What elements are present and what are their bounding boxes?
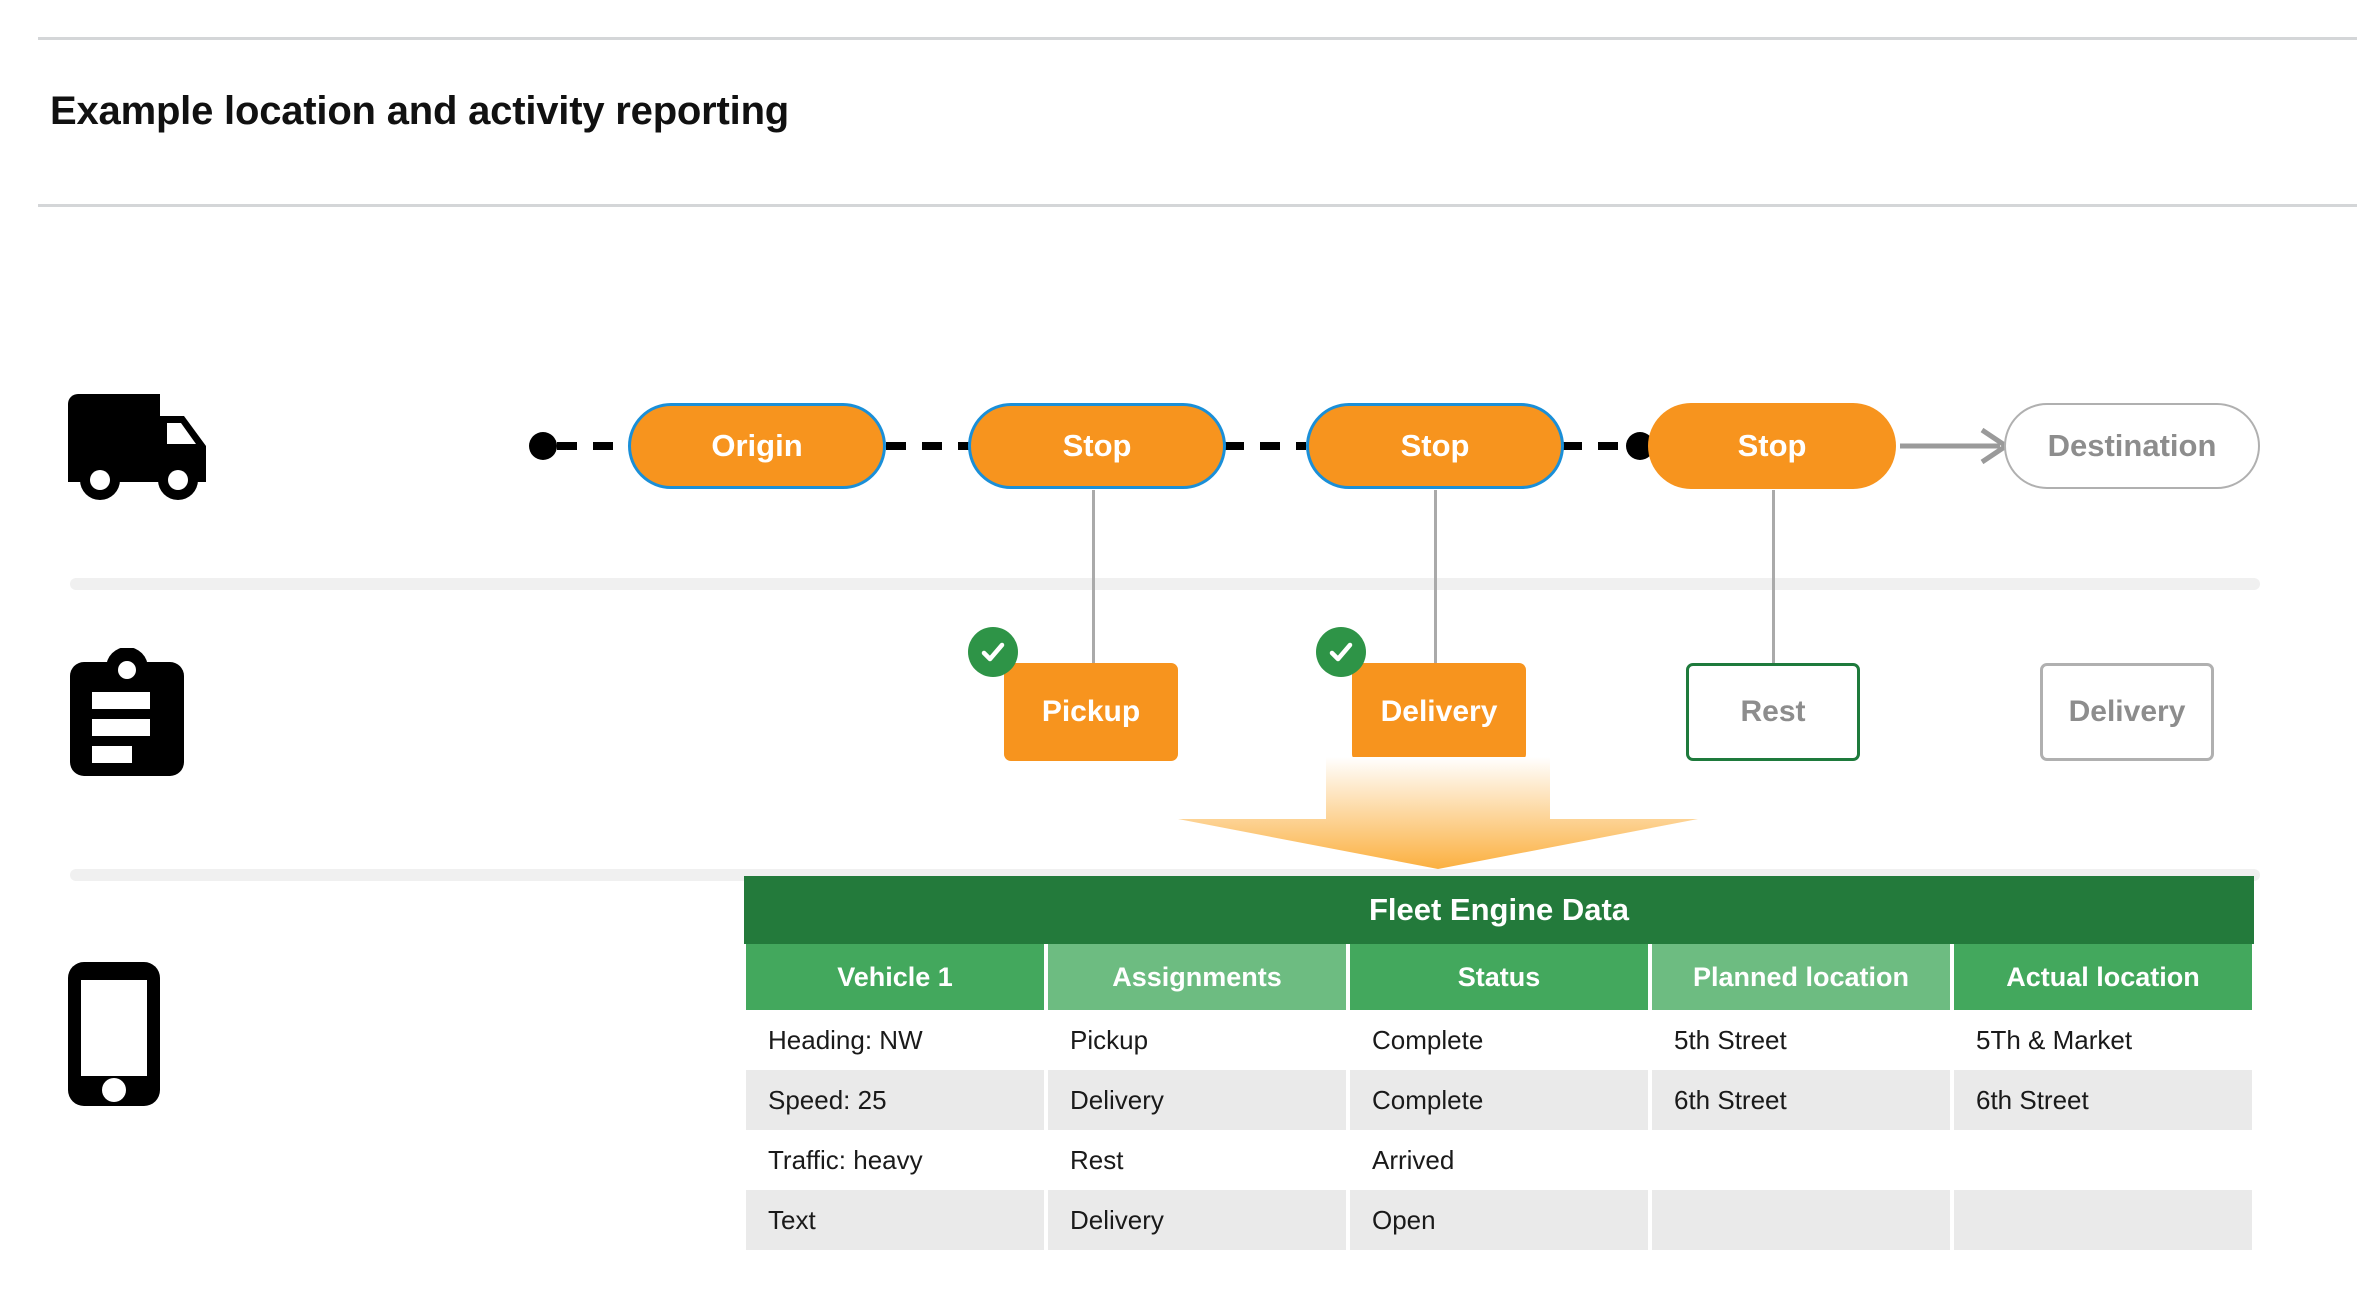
cell-assignment: Delivery [1044,1190,1350,1250]
table-title-row: Fleet Engine Data [744,876,2254,944]
activity-card-label: Pickup [1041,695,1141,728]
route-stop-label: Destination [2047,428,2217,463]
route-stop-label: Stop [1737,428,1807,463]
cell-status: Arrived [1346,1130,1652,1190]
header-rule-bottom [38,204,2357,207]
cell-vehicle: Text [742,1190,1048,1250]
cell-vehicle: Traffic: heavy [742,1130,1048,1190]
phone-icon [66,960,162,1113]
cell-assignment: Pickup [1044,1010,1350,1070]
activity-card-pickup[interactable]: Pickup [1004,663,1178,761]
column-header-planned-location[interactable]: Planned location [1648,944,1954,1010]
header-rule-top [38,37,2357,40]
check-icon-pickup [968,627,1018,677]
truck-icon [66,392,218,509]
activity-card-label: Delivery [1380,695,1498,728]
check-icon-delivery [1316,627,1366,677]
route-stop-1[interactable]: Stop [968,403,1226,489]
route-stop-label: Stop [1062,428,1132,463]
cell-planned-location [1648,1190,1954,1250]
route-stop-2[interactable]: Stop [1306,403,1564,489]
table-header-row: Vehicle 1 Assignments Status Planned loc… [742,944,2256,1010]
route-stop-label: Origin [711,428,803,463]
cell-status: Complete [1346,1070,1652,1130]
activity-card-delivery-2[interactable]: Delivery [2040,663,2214,761]
cell-actual-location [1950,1190,2256,1250]
route-stop-origin[interactable]: Origin [628,403,886,489]
cell-vehicle: Heading: NW [742,1010,1048,1070]
cell-actual-location [1950,1130,2256,1190]
page-title: Example location and activity reporting [50,88,790,133]
cell-vehicle: Speed: 25 [742,1070,1048,1130]
cell-planned-location: 6th Street [1648,1070,1954,1130]
connector-stop2-delivery [1434,490,1437,670]
cell-status: Open [1346,1190,1652,1250]
route-stop-destination[interactable]: Destination [2004,403,2260,489]
column-header-vehicle[interactable]: Vehicle 1 [742,944,1048,1010]
activity-card-label: Rest [1740,695,1806,728]
column-header-status[interactable]: Status [1346,944,1652,1010]
activity-card-rest[interactable]: Rest [1686,663,1860,761]
flow-arrow-down-icon [1178,757,1698,874]
cell-actual-location: 6th Street [1950,1070,2256,1130]
route-stop-3[interactable]: Stop [1648,403,1896,489]
cell-status: Complete [1346,1010,1652,1070]
section-divider-vehicle-activity [70,578,2260,590]
connector-stop1-pickup [1092,490,1095,670]
table-row: Traffic: heavy Rest Arrived [742,1130,2256,1190]
fleet-engine-data-table: Fleet Engine Data Vehicle 1 Assignments … [742,876,2256,1250]
table-row: Heading: NW Pickup Complete 5th Street 5… [742,1010,2256,1070]
table-title: Fleet Engine Data [744,876,2254,944]
column-header-actual-location[interactable]: Actual location [1950,944,2256,1010]
cell-assignment: Delivery [1044,1070,1350,1130]
table-row: Speed: 25 Delivery Complete 6th Street 6… [742,1070,2256,1130]
activity-card-label: Delivery [2068,695,2186,728]
column-header-assignments[interactable]: Assignments [1044,944,1350,1010]
clipboard-icon [66,647,188,785]
cell-planned-location: 5th Street [1648,1010,1954,1070]
cell-assignment: Rest [1044,1130,1350,1190]
route-stop-label: Stop [1400,428,1470,463]
route-start-dot [529,432,557,460]
cell-planned-location [1648,1130,1954,1190]
connector-stop3-rest [1772,490,1775,670]
cell-actual-location: 5Th & Market [1950,1010,2256,1070]
table-row: Text Delivery Open [742,1190,2256,1250]
activity-card-delivery-1[interactable]: Delivery [1352,663,1526,761]
